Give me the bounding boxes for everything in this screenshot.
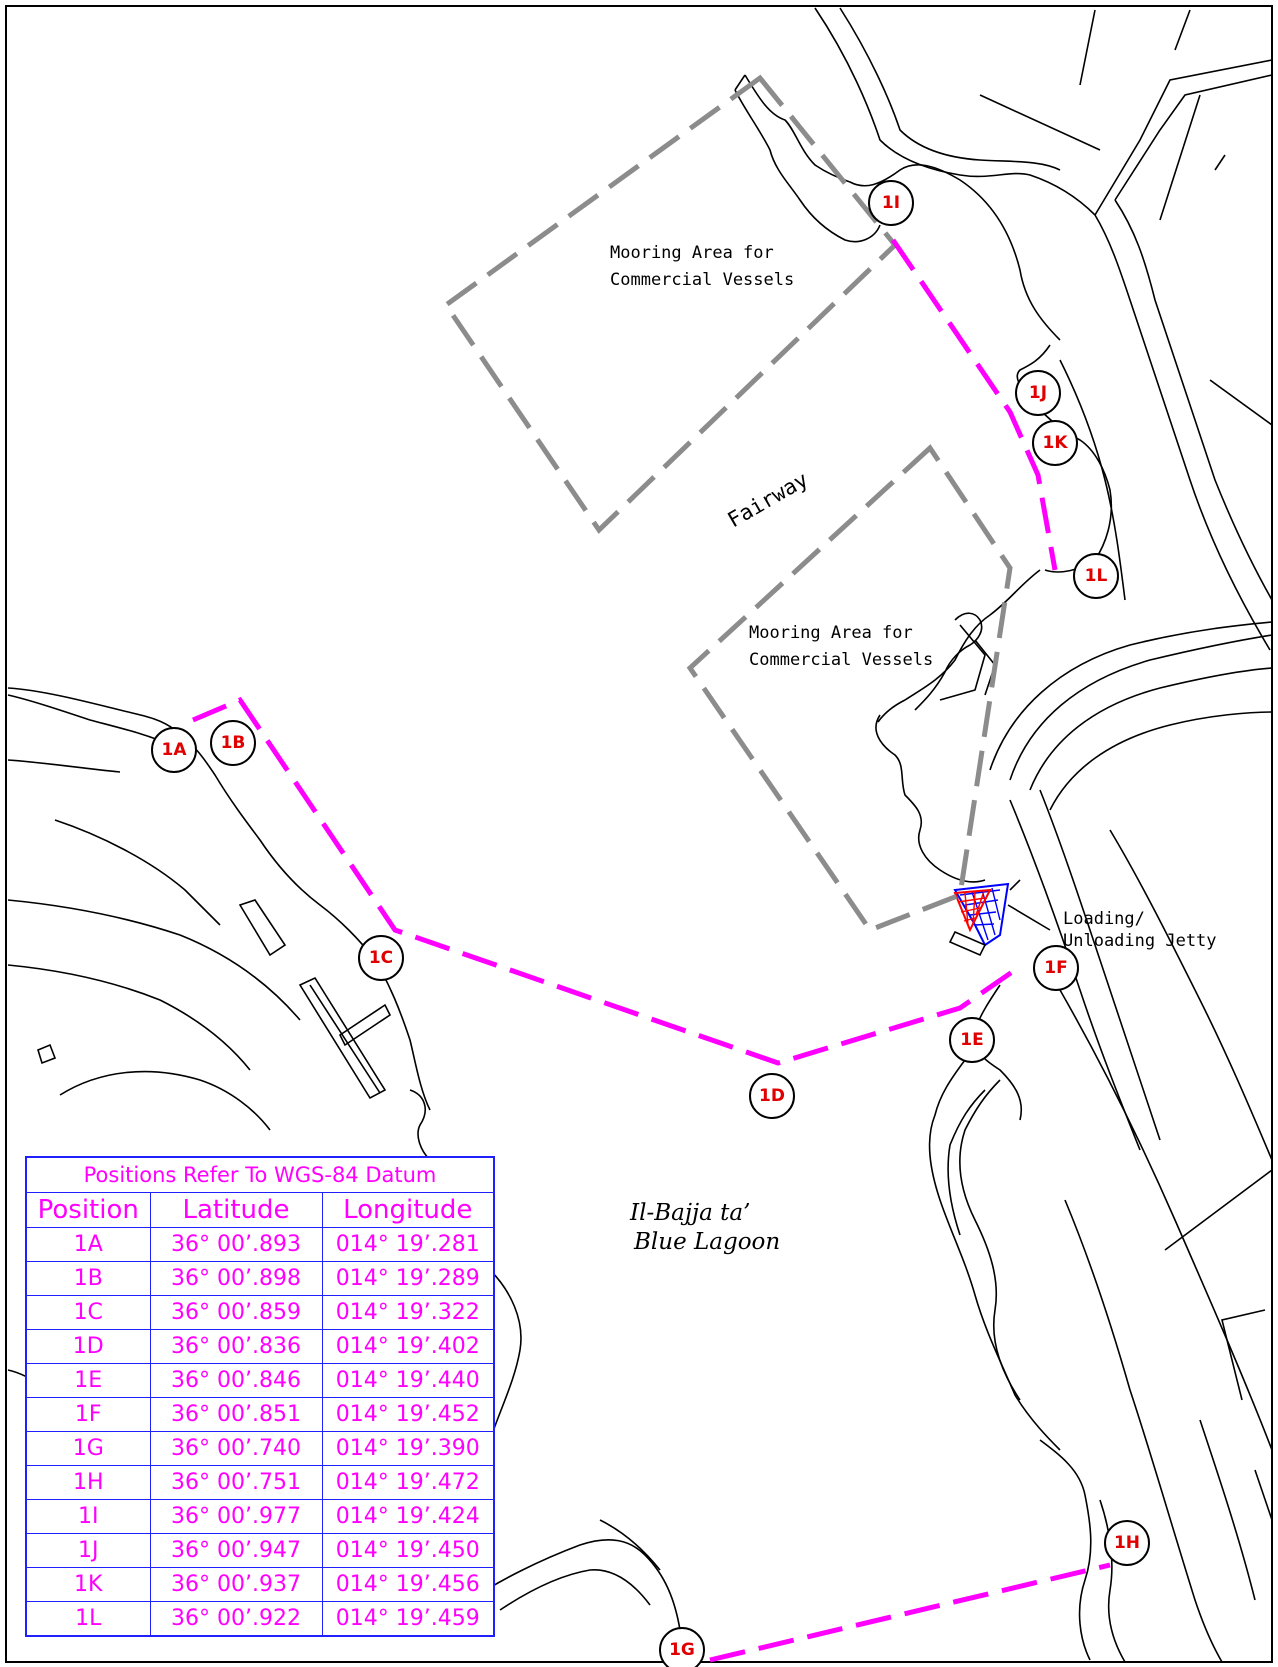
marker-1J[interactable]: 1J	[1015, 370, 1061, 416]
table-header-row: Position Latitude Longitude	[25, 1192, 495, 1228]
longitude-cell: 014° 19’.424	[321, 1499, 495, 1534]
mooring-south-label-line1: Mooring Area for	[749, 623, 913, 643]
marker-1L[interactable]: 1L	[1073, 553, 1119, 599]
marker-1F[interactable]: 1F	[1033, 945, 1079, 991]
latitude-cell: 36° 00’.751	[149, 1465, 323, 1500]
position-cell: 1C	[25, 1295, 151, 1330]
svg-text:1L: 1L	[1085, 566, 1108, 586]
mooring-south-label-line2: Commercial Vessels	[749, 650, 933, 670]
header-position: Position	[25, 1192, 151, 1228]
longitude-cell: 014° 19’.402	[321, 1329, 495, 1364]
position-cell: 1J	[25, 1533, 151, 1568]
header-longitude: Longitude	[321, 1192, 495, 1228]
mooring-area-north	[442, 74, 899, 534]
latitude-cell: 36° 00’.846	[149, 1363, 323, 1398]
boundary-line-west	[192, 696, 1017, 1066]
longitude-cell: 014° 19’.472	[321, 1465, 495, 1500]
longitude-cell: 014° 19’.459	[321, 1601, 495, 1637]
svg-text:1K: 1K	[1042, 433, 1068, 453]
svg-text:1F: 1F	[1044, 958, 1067, 978]
jetty	[948, 879, 1051, 957]
mooring-north-label-line2: Commercial Vessels	[610, 270, 794, 290]
latitude-cell: 36° 00’.922	[149, 1601, 323, 1637]
svg-text:1J: 1J	[1029, 383, 1047, 403]
position-cell: 1E	[25, 1363, 151, 1398]
svg-text:1B: 1B	[221, 733, 246, 753]
latitude-cell: 36° 00’.893	[149, 1227, 323, 1262]
marker-1B[interactable]: 1B	[210, 720, 256, 766]
position-cell: 1D	[25, 1329, 151, 1364]
jetty-label-line2: Unloading Jetty	[1063, 931, 1217, 951]
position-cell: 1F	[25, 1397, 151, 1432]
longitude-cell: 014° 19’.456	[321, 1567, 495, 1602]
longitude-cell: 014° 19’.440	[321, 1363, 495, 1398]
svg-text:1I: 1I	[882, 193, 900, 213]
latitude-cell: 36° 00’.937	[149, 1567, 323, 1602]
mooring-north-label-line1: Mooring Area for	[610, 243, 774, 263]
map-frame	[5, 5, 1273, 1663]
longitude-cell: 014° 19’.289	[321, 1261, 495, 1296]
marker-1E[interactable]: 1E	[949, 1017, 995, 1063]
roads-layer	[814, 7, 1273, 1663]
svg-text:1G: 1G	[669, 1640, 695, 1660]
svg-text:1E: 1E	[960, 1030, 983, 1050]
position-cell: 1H	[25, 1465, 151, 1500]
marker-1H[interactable]: 1H	[1104, 1520, 1150, 1566]
lagoon-label-line1: Il-Bajja ta’	[629, 1200, 750, 1226]
position-cell: 1L	[25, 1601, 151, 1637]
longitude-cell: 014° 19’.322	[321, 1295, 495, 1330]
fairway-label: Fairway	[724, 467, 813, 532]
position-cell: 1I	[25, 1499, 151, 1534]
latitude-cell: 36° 00’.851	[149, 1397, 323, 1432]
table-title: Positions Refer To WGS-84 Datum	[25, 1156, 495, 1193]
boundary-line-south	[709, 1562, 1111, 1663]
longitude-cell: 014° 19’.452	[321, 1397, 495, 1432]
position-cell: 1B	[25, 1261, 151, 1296]
latitude-cell: 36° 00’.836	[149, 1329, 323, 1364]
coordinates-table: Positions Refer To WGS-84 Datum Position…	[25, 1156, 496, 1637]
header-latitude: Latitude	[149, 1192, 323, 1228]
marker-1C[interactable]: 1C	[358, 935, 404, 981]
svg-text:1D: 1D	[759, 1086, 785, 1106]
lagoon-label-line2: Blue Lagoon	[633, 1229, 780, 1255]
jetty-label-line1: Loading/	[1063, 909, 1145, 929]
position-cell: 1A	[25, 1227, 151, 1262]
marker-1I[interactable]: 1I	[868, 180, 914, 226]
marker-1D[interactable]: 1D	[749, 1073, 795, 1119]
position-cell: 1G	[25, 1431, 151, 1466]
boundary-line-north	[890, 238, 1058, 571]
longitude-cell: 014° 19’.281	[321, 1227, 495, 1262]
marker-1K[interactable]: 1K	[1032, 420, 1078, 466]
latitude-cell: 36° 00’.740	[149, 1431, 323, 1466]
svg-text:1H: 1H	[1114, 1533, 1140, 1553]
position-cell: 1K	[25, 1567, 151, 1602]
svg-text:1C: 1C	[369, 948, 393, 968]
marker-1A[interactable]: 1A	[151, 727, 197, 773]
latitude-cell: 36° 00’.898	[149, 1261, 323, 1296]
longitude-cell: 014° 19’.390	[321, 1431, 495, 1466]
latitude-cell: 36° 00’.859	[149, 1295, 323, 1330]
latitude-cell: 36° 00’.977	[149, 1499, 323, 1534]
mooring-area-south	[686, 444, 1013, 934]
latitude-cell: 36° 00’.947	[149, 1533, 323, 1568]
marker-1G[interactable]: 1G	[659, 1627, 705, 1667]
table-title-row: Positions Refer To WGS-84 Datum	[25, 1156, 495, 1193]
svg-text:1A: 1A	[162, 740, 188, 760]
longitude-cell: 014° 19’.450	[321, 1533, 495, 1568]
